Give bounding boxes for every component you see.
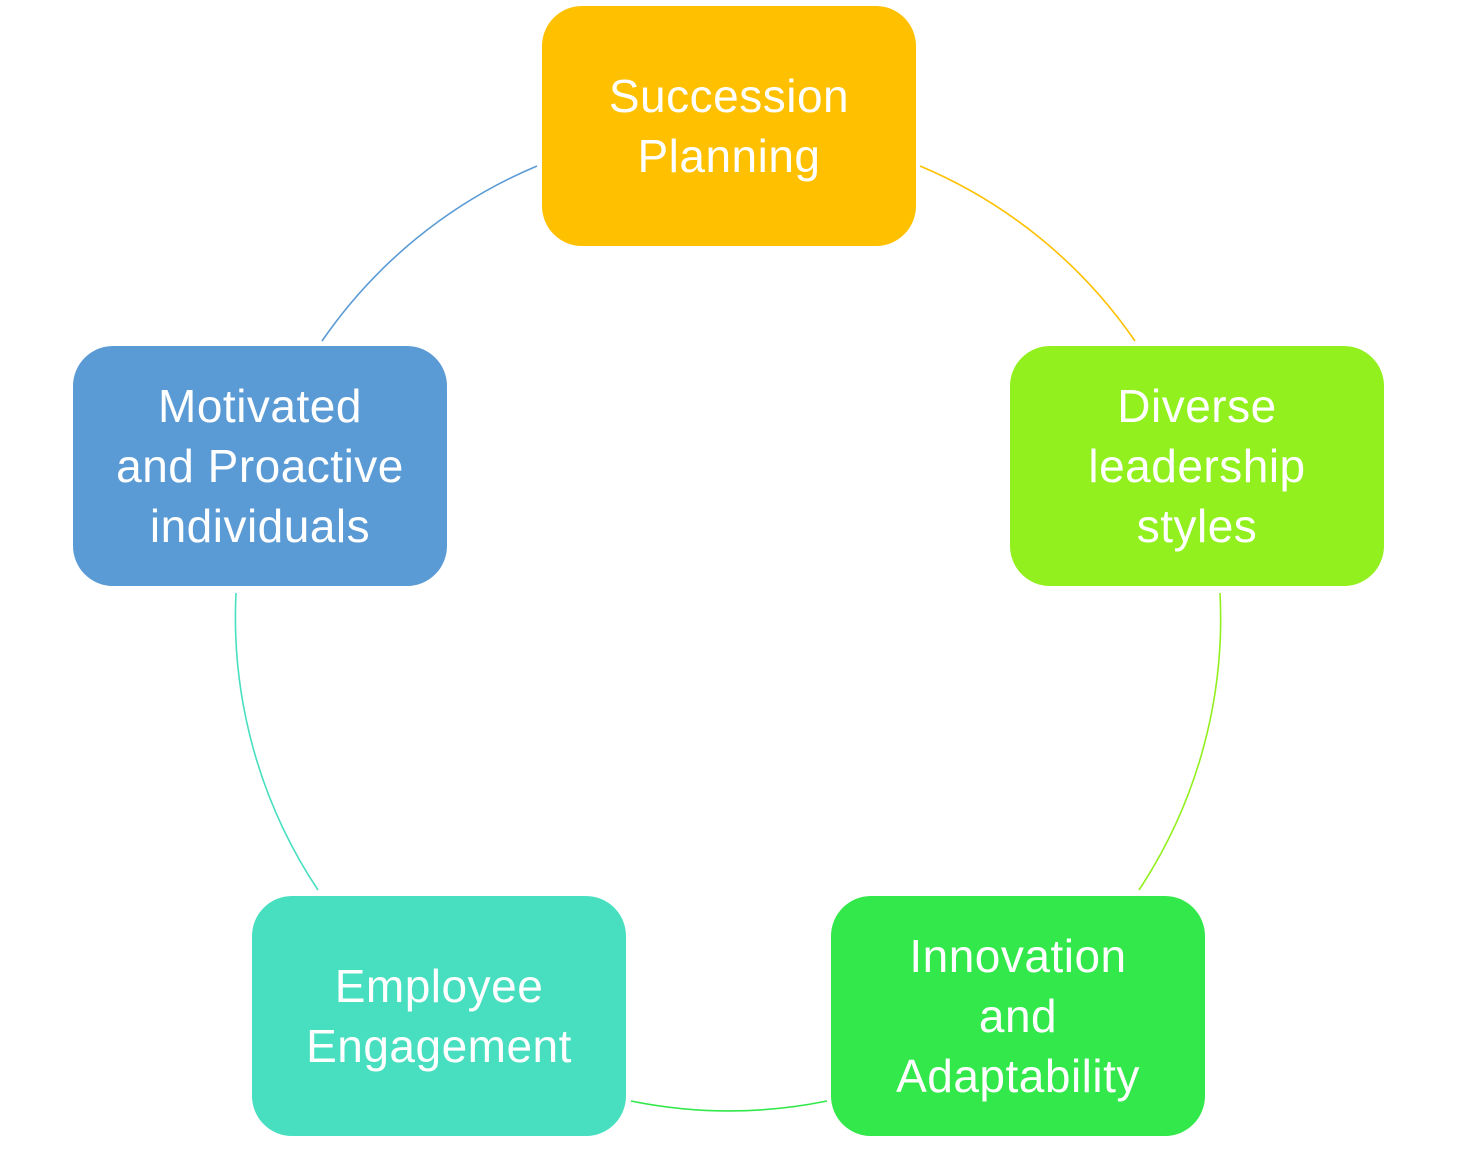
connector-arc-innovation-to-engagement [630,1100,828,1112]
connector-arc-motivated-to-planning [321,165,538,342]
node-succession-planning: Succession Planning [542,6,916,246]
node-innovation-and-adaptability: Innovation and Adaptability [831,896,1205,1136]
node-employee-engagement: Employee Engagement [252,896,626,1136]
connector-arc-engagement-to-motivated [234,592,319,891]
node-diverse-leadership-styles: Diverse leadership styles [1010,346,1384,586]
connector-arc-leadership-to-innovation [1138,592,1222,891]
node-motivated-and-proactive-individuals: Motivated and Proactive individuals [73,346,447,586]
connector-arc-planning-to-leadership [919,165,1136,342]
